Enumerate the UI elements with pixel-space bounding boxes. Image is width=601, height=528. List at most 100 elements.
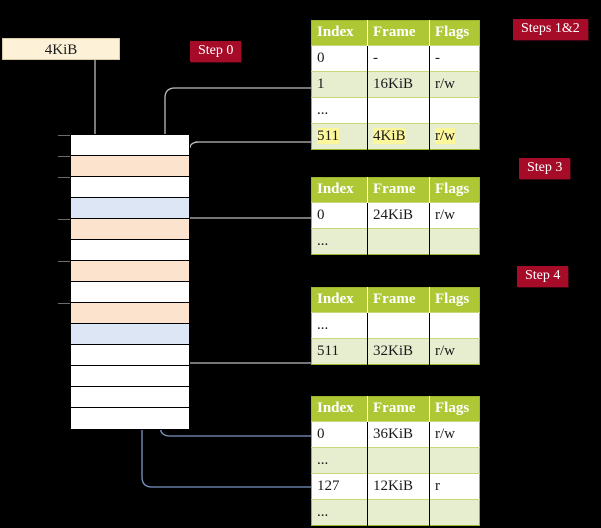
badge-step-0: Step 0 [190, 41, 242, 62]
physical-memory-column [70, 134, 190, 430]
table-cell: 24KiB [367, 202, 430, 229]
memory-frame-row [71, 198, 189, 219]
size-label-4kib: 4KiB [2, 38, 120, 60]
highlighted-value: r/w [435, 128, 455, 144]
table-cell [367, 228, 430, 255]
table-cell: - [429, 45, 480, 72]
table-cell [367, 447, 430, 474]
table-row: ... [311, 499, 480, 526]
memory-frame-row [71, 303, 189, 324]
column-header-index: Index [311, 177, 368, 203]
memory-tick [58, 135, 71, 136]
table-cell [367, 97, 430, 124]
badge-steps-1-2: Steps 1&2 [513, 19, 588, 40]
table-cell: 127 [311, 473, 368, 500]
table-cell: ... [311, 447, 368, 474]
memory-frame-row [71, 387, 189, 408]
memory-frame-row [71, 282, 189, 303]
memory-frame-row [71, 219, 189, 240]
wire-pd-511-to-memory [162, 314, 311, 364]
memory-tick [58, 219, 71, 220]
wire-pdpt-row0-to-memory [174, 217, 311, 262]
table-cell: 511 [311, 123, 368, 150]
table-row: 511 4KiB r/w [311, 123, 480, 150]
table-cell: r/w [429, 202, 480, 229]
table-cell [429, 312, 480, 339]
column-header-flags: Flags [429, 287, 480, 313]
table-row: ... [311, 312, 480, 339]
column-header-frame: Frame [367, 177, 430, 203]
table-cell: 0 [311, 45, 368, 72]
memory-frame-row [71, 261, 189, 282]
table-cell: 0 [311, 202, 368, 229]
table-cell: ... [311, 228, 368, 255]
table-row: ... [311, 447, 480, 474]
table-row: ... [311, 97, 480, 124]
wire-pt-row127-left [141, 420, 311, 488]
memory-tick [58, 261, 71, 262]
table-cell: 4KiB [367, 123, 430, 150]
table-cell [429, 97, 480, 124]
table-cell [429, 499, 480, 526]
table-cell: ... [311, 97, 368, 124]
memory-frame-row [71, 408, 189, 429]
highlighted-value: 511 [317, 128, 339, 144]
table-cell [367, 499, 430, 526]
table-cell: 36KiB [367, 421, 430, 448]
table-cell: - [367, 45, 430, 72]
table-cell: ... [311, 499, 368, 526]
table-cell: 0 [311, 421, 368, 448]
highlighted-value: 4KiB [373, 128, 406, 144]
table-cell: ... [311, 312, 368, 339]
column-header-index: Index [311, 20, 368, 46]
memory-frame-row [71, 324, 189, 345]
memory-tick [58, 303, 71, 304]
column-header-index: Index [311, 396, 368, 422]
column-header-flags: Flags [429, 20, 480, 46]
memory-frame-row [71, 240, 189, 261]
column-header-flags: Flags [429, 396, 480, 422]
table-cell: r/w [429, 71, 480, 98]
column-header-frame: Frame [367, 396, 430, 422]
memory-frame-row [71, 156, 189, 177]
table-cell: 511 [311, 338, 368, 365]
badge-step-4: Step 4 [517, 266, 569, 287]
table-row: 0-- [311, 45, 480, 72]
table-cell: 12KiB [367, 473, 430, 500]
table-cell: r/w [429, 338, 480, 365]
badge-step-3: Step 3 [519, 158, 571, 179]
table-cell: 1 [311, 71, 368, 98]
table-row: ... [311, 228, 480, 255]
memory-tick [58, 156, 71, 157]
column-header-index: Index [311, 287, 368, 313]
table-cell: 16KiB [367, 71, 430, 98]
column-header-flags: Flags [429, 177, 480, 203]
memory-frame-row [71, 366, 189, 387]
table-cell [429, 447, 480, 474]
table-cell: 32KiB [367, 338, 430, 365]
table-cell: r/w [429, 123, 480, 150]
memory-frame-row [71, 135, 189, 156]
table-cell: r/w [429, 421, 480, 448]
memory-tick [58, 177, 71, 178]
memory-frame-row [71, 345, 189, 366]
column-header-frame: Frame [367, 287, 430, 313]
table-cell: r [429, 473, 480, 500]
table-cell [367, 312, 430, 339]
table-cell [429, 228, 480, 255]
column-header-frame: Frame [367, 20, 430, 46]
